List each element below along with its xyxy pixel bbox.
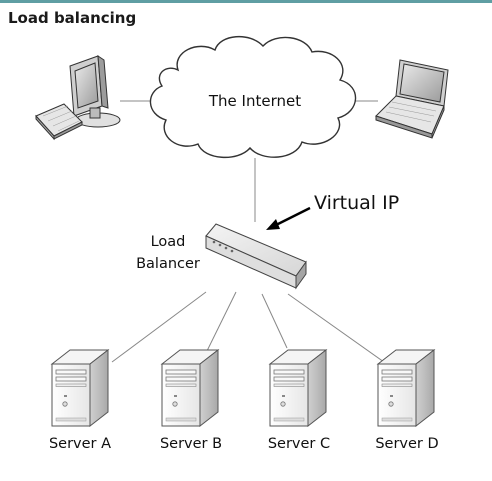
page-title: Load balancing [8,9,137,27]
arrow-icon [266,206,311,230]
header-rule [0,0,492,3]
link-balancer-server-c [261,293,288,349]
server-c-label: Server C [267,436,331,452]
cloud-label: The Internet [208,92,302,110]
server-tower-icon-b [161,349,219,427]
link-balancer-server-d [287,293,385,363]
load-balancer-label: Load Balancer [128,231,208,275]
load-balancer-label-line2: Balancer [136,256,200,272]
server-tower-icon-d [377,349,435,427]
server-tower-icon-a [51,349,109,427]
laptop-icon [375,59,449,139]
load-balancer-appliance-icon [205,223,307,290]
load-balancer-label-line1: Load [150,234,186,250]
desktop-computer-icon [35,55,121,141]
server-d-label: Server D [375,436,439,452]
server-a-label: Server A [48,436,112,452]
virtual-ip-label: Virtual IP [314,192,400,214]
server-tower-icon-c [269,349,327,427]
link-balancer-server-b [204,291,237,356]
server-b-label: Server B [159,436,223,452]
connection-lines [111,100,385,363]
link-balancer-server-a [111,291,207,363]
cloud-icon [149,35,357,159]
